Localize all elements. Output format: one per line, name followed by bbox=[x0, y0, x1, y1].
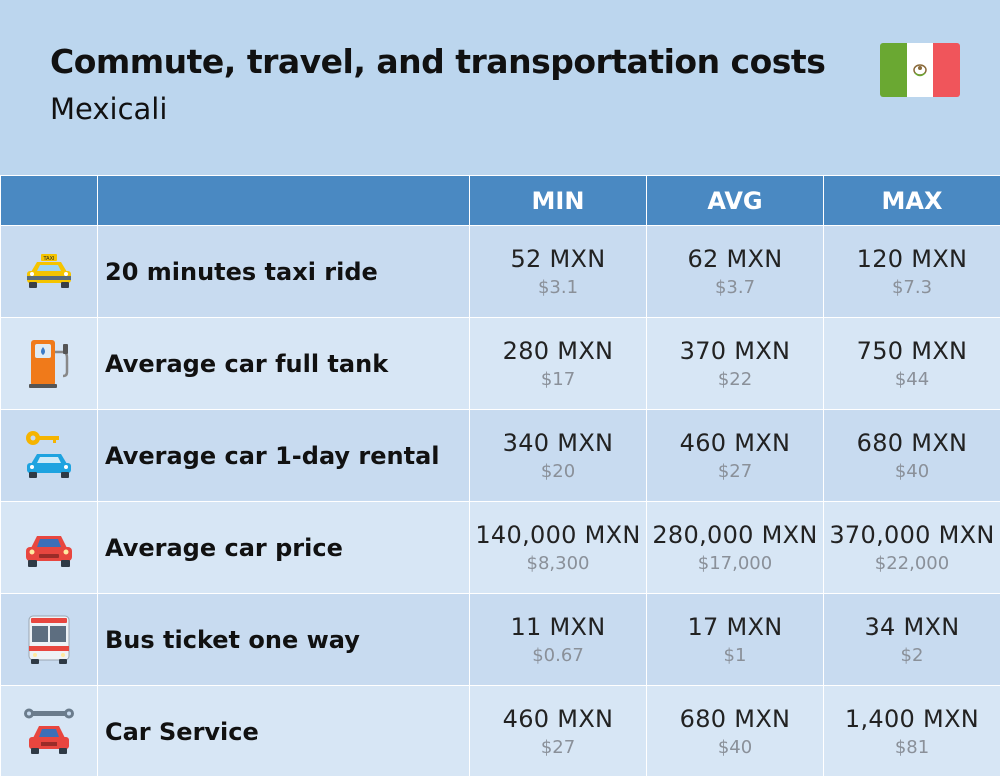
min-usd-value: $20 bbox=[540, 461, 576, 482]
taxi-icon: TAXI bbox=[17, 240, 81, 304]
avg-usd-value: $40 bbox=[717, 737, 753, 758]
max-cell: 1,400 MXN $81 bbox=[823, 685, 1000, 776]
car-icon bbox=[17, 516, 81, 580]
row-label: Average car 1-day rental bbox=[97, 409, 470, 502]
avg-usd-value: $27 bbox=[717, 461, 753, 482]
column-header-icon bbox=[0, 175, 98, 226]
avg-usd-value: $3.7 bbox=[714, 277, 756, 298]
min-cell: 340 MXN $20 bbox=[469, 409, 647, 502]
table-header-row: MIN AVG MAX bbox=[0, 175, 1000, 226]
avg-value: 370 MXN bbox=[679, 337, 791, 365]
avg-value: 680 MXN bbox=[679, 705, 791, 733]
min-cell: 460 MXN $27 bbox=[469, 685, 647, 776]
column-header-max: MAX bbox=[823, 175, 1000, 226]
min-value: 340 MXN bbox=[502, 429, 614, 457]
table-row: TAXI 20 minutes taxi ride 52 MXN $3.1 bbox=[0, 225, 1000, 318]
row-label: 20 minutes taxi ride bbox=[97, 225, 470, 318]
table-row: Average car price 140,000 MXN $8,300 280… bbox=[0, 501, 1000, 594]
avg-value: 62 MXN bbox=[687, 245, 783, 273]
min-usd-value: $0.67 bbox=[532, 645, 584, 666]
column-header-min: MIN bbox=[469, 175, 647, 226]
max-usd-value: $2 bbox=[900, 645, 924, 666]
row-label: Average car price bbox=[97, 501, 470, 594]
min-value: 11 MXN bbox=[510, 613, 606, 641]
max-cell: 34 MXN $2 bbox=[823, 593, 1000, 686]
min-usd-value: $8,300 bbox=[526, 553, 590, 574]
min-value: 460 MXN bbox=[502, 705, 614, 733]
max-usd-value: $22,000 bbox=[874, 553, 950, 574]
max-cell: 750 MXN $44 bbox=[823, 317, 1000, 410]
max-usd-value: $81 bbox=[894, 737, 930, 758]
min-usd-value: $3.1 bbox=[537, 277, 579, 298]
max-value: 34 MXN bbox=[864, 613, 960, 641]
table-row: Bus ticket one way 11 MXN $0.67 17 MXN $… bbox=[0, 593, 1000, 686]
min-cell: 52 MXN $3.1 bbox=[469, 225, 647, 318]
min-value: 280 MXN bbox=[502, 337, 614, 365]
avg-cell: 460 MXN $27 bbox=[646, 409, 824, 502]
max-usd-value: $44 bbox=[894, 369, 930, 390]
max-value: 370,000 MXN bbox=[829, 521, 995, 549]
avg-cell: 62 MXN $3.7 bbox=[646, 225, 824, 318]
min-cell: 140,000 MXN $8,300 bbox=[469, 501, 647, 594]
table-row: Car Service 460 MXN $27 680 MXN $40 1,40… bbox=[0, 685, 1000, 776]
min-cell: 11 MXN $0.67 bbox=[469, 593, 647, 686]
svg-text:TAXI: TAXI bbox=[43, 256, 55, 262]
avg-value: 460 MXN bbox=[679, 429, 791, 457]
avg-value: 280,000 MXN bbox=[652, 521, 818, 549]
avg-usd-value: $22 bbox=[717, 369, 753, 390]
max-usd-value: $40 bbox=[894, 461, 930, 482]
car-key-icon bbox=[17, 424, 81, 488]
table-row: Average car 1-day rental 340 MXN $20 460… bbox=[0, 409, 1000, 502]
table-row: Average car full tank 280 MXN $17 370 MX… bbox=[0, 317, 1000, 410]
max-cell: 370,000 MXN $22,000 bbox=[823, 501, 1000, 594]
avg-usd-value: $1 bbox=[723, 645, 747, 666]
avg-usd-value: $17,000 bbox=[697, 553, 773, 574]
max-cell: 120 MXN $7.3 bbox=[823, 225, 1000, 318]
avg-cell: 280,000 MXN $17,000 bbox=[646, 501, 824, 594]
max-value: 1,400 MXN bbox=[844, 705, 980, 733]
row-label: Average car full tank bbox=[97, 317, 470, 410]
costs-table: MIN AVG MAX TAXI bbox=[0, 175, 1000, 776]
max-value: 750 MXN bbox=[856, 337, 968, 365]
column-header-avg: AVG bbox=[646, 175, 824, 226]
row-label: Bus ticket one way bbox=[97, 593, 470, 686]
max-cell: 680 MXN $40 bbox=[823, 409, 1000, 502]
min-usd-value: $27 bbox=[540, 737, 576, 758]
bus-icon bbox=[17, 608, 81, 672]
page-title: Commute, travel, and transportation cost… bbox=[50, 42, 826, 81]
min-cell: 280 MXN $17 bbox=[469, 317, 647, 410]
wrench-car-icon bbox=[17, 700, 81, 764]
min-usd-value: $17 bbox=[540, 369, 576, 390]
fuel-pump-icon bbox=[17, 332, 81, 396]
row-label: Car Service bbox=[97, 685, 470, 776]
mexico-flag-icon bbox=[880, 43, 960, 97]
min-value: 140,000 MXN bbox=[475, 521, 641, 549]
page-header: Commute, travel, and transportation cost… bbox=[0, 0, 1000, 176]
max-usd-value: $7.3 bbox=[891, 277, 933, 298]
max-value: 680 MXN bbox=[856, 429, 968, 457]
column-header-label bbox=[97, 175, 470, 226]
max-value: 120 MXN bbox=[856, 245, 968, 273]
avg-cell: 680 MXN $40 bbox=[646, 685, 824, 776]
avg-cell: 370 MXN $22 bbox=[646, 317, 824, 410]
avg-value: 17 MXN bbox=[687, 613, 783, 641]
min-value: 52 MXN bbox=[510, 245, 606, 273]
avg-cell: 17 MXN $1 bbox=[646, 593, 824, 686]
city-name: Mexicali bbox=[50, 92, 168, 126]
